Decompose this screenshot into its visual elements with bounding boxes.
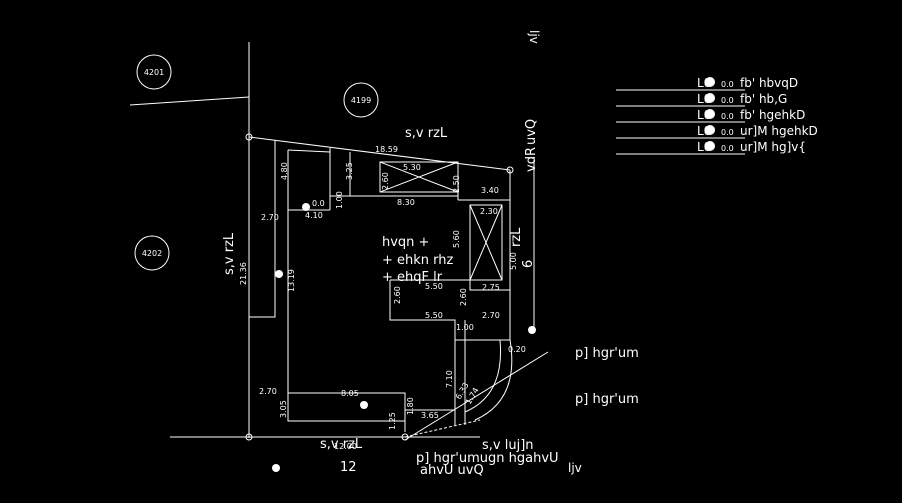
- legend-code: L0: [697, 140, 711, 154]
- legend-marker-icon: [705, 93, 715, 103]
- plot-number: 4199: [351, 96, 371, 105]
- legend-value: 0.0: [721, 144, 734, 153]
- bottom-number-label: 12: [340, 460, 357, 475]
- dimension-label: 2.70: [482, 311, 500, 320]
- dimension-label: 1.25: [388, 412, 397, 430]
- dimension-label: 2.60: [393, 286, 402, 304]
- legend-marker-icon: [705, 77, 715, 87]
- dimension-label: 8.05: [341, 389, 359, 398]
- dimension-label: 0.20: [508, 345, 526, 354]
- corner-chord: [404, 351, 549, 441]
- legend-marker-icon: [705, 141, 715, 151]
- dimension-label: 8.30: [397, 198, 415, 207]
- dimension-label: 2.30: [480, 207, 498, 216]
- legend-text: ur]M hg]v{: [740, 140, 806, 154]
- dimension-label: 2.70: [261, 213, 279, 222]
- top-street-label: s,v rzL: [405, 126, 448, 141]
- dimension-label: 3.65: [421, 411, 439, 420]
- level-marker-icon: [275, 270, 283, 278]
- center-label: + ehqF lr: [382, 270, 443, 285]
- legend-code: L0: [697, 92, 711, 106]
- plot-number: 4202: [142, 249, 162, 258]
- dimension-label: 3.40: [481, 186, 499, 195]
- plot-4202-circle: [134, 235, 170, 271]
- dimension-label: 5.50: [425, 311, 443, 320]
- dimension-label: 1.00: [335, 191, 344, 209]
- dimension-label: 3.25: [345, 162, 354, 180]
- dimension-label: 2.60: [459, 288, 468, 306]
- corner-note-2: ahvU uvQ: [420, 463, 484, 478]
- left-length-label: 21.36: [239, 262, 248, 285]
- dimension-label: 5.00: [509, 252, 518, 270]
- legend-code: L0: [697, 76, 711, 90]
- dimension-label: 4.10: [305, 211, 323, 220]
- top-boundary: [248, 136, 511, 171]
- legend-text: fb' hb,G: [740, 92, 787, 106]
- legend-value: 0.0: [721, 128, 734, 137]
- left-street-label: s,v rzL: [222, 232, 237, 275]
- legend-text: fb' hbvqD: [740, 76, 798, 90]
- legend-value: 0.0: [721, 80, 734, 89]
- right-vertical-label-b: vdR: [524, 147, 539, 172]
- dimension-label: 13.19: [287, 269, 296, 292]
- boundary-line: [129, 96, 250, 106]
- setback-line: [249, 140, 276, 318]
- dimension-label: 2.70: [259, 387, 277, 396]
- stair-box: [469, 204, 503, 281]
- right-top-label: ljv: [527, 30, 541, 44]
- level-marker-icon: [302, 203, 310, 211]
- legend-value: 0.0: [721, 96, 734, 105]
- level-marker-icon: [528, 326, 536, 334]
- corner-street-label: s,v luj]n: [482, 438, 534, 453]
- dimension-label: 5.30: [403, 163, 421, 172]
- dimension-label: 12.00: [334, 442, 357, 451]
- level-marker-icon: [360, 401, 368, 409]
- dimension-label: 1.80: [406, 397, 415, 415]
- plot-4201-circle: [136, 54, 172, 90]
- right-vertical-label: uvQ: [524, 119, 539, 145]
- dimension-label: 5.50: [425, 282, 443, 291]
- center-label: + ehkn rhz: [382, 253, 454, 268]
- dimension-label: 5.60: [452, 230, 461, 248]
- dimension-label: 2.75: [482, 283, 500, 292]
- dimension-label: 2.60: [381, 172, 390, 190]
- level-markers: [272, 77, 715, 472]
- legend-code: L0: [697, 124, 711, 138]
- dimension-label: 0.0: [312, 199, 325, 208]
- bottom-street-label: s,v rzL: [320, 437, 363, 452]
- legend-text: fb' hgehkD: [740, 108, 805, 122]
- legend-marker-icon: [705, 125, 715, 135]
- dimension-label: 1.00: [456, 323, 474, 332]
- setback-annotation: p] hgr'um: [575, 392, 639, 407]
- dimension-label: 7.10: [445, 370, 454, 388]
- dimension-label: 2.50: [452, 175, 461, 193]
- center-label: hvqn +: [382, 235, 429, 250]
- legend-value: 0.0: [721, 112, 734, 121]
- dimension-label: 18.59: [375, 145, 398, 154]
- right-street-label: rzL: [509, 227, 524, 247]
- corner-right-label: ljv: [568, 461, 582, 475]
- dimension-label: 3.05: [279, 400, 288, 418]
- level-marker-icon: [272, 464, 280, 472]
- curved-corner: [474, 339, 513, 421]
- dimension-label: 4.80: [280, 162, 289, 180]
- corner-note: p] hgr'umugn hgahvU: [416, 451, 559, 466]
- legend: L0 0.0 fb' hbvqD L0 0.0 fb' hb,G L0 0.0 …: [697, 76, 818, 154]
- plot-4199-circle: [343, 82, 379, 118]
- setback-annotation: p] hgr'um: [575, 346, 639, 361]
- right-number-label: 6: [521, 260, 536, 268]
- legend-marker-icon: [705, 109, 715, 119]
- legend-code: L0: [697, 108, 711, 122]
- legend-text: ur]M hgehkD: [740, 124, 818, 138]
- plot-number: 4201: [144, 68, 164, 77]
- dimension-labels: 18.59 4.80 3.25 5.30 2.60 2.50 3.40 1.00…: [259, 145, 526, 451]
